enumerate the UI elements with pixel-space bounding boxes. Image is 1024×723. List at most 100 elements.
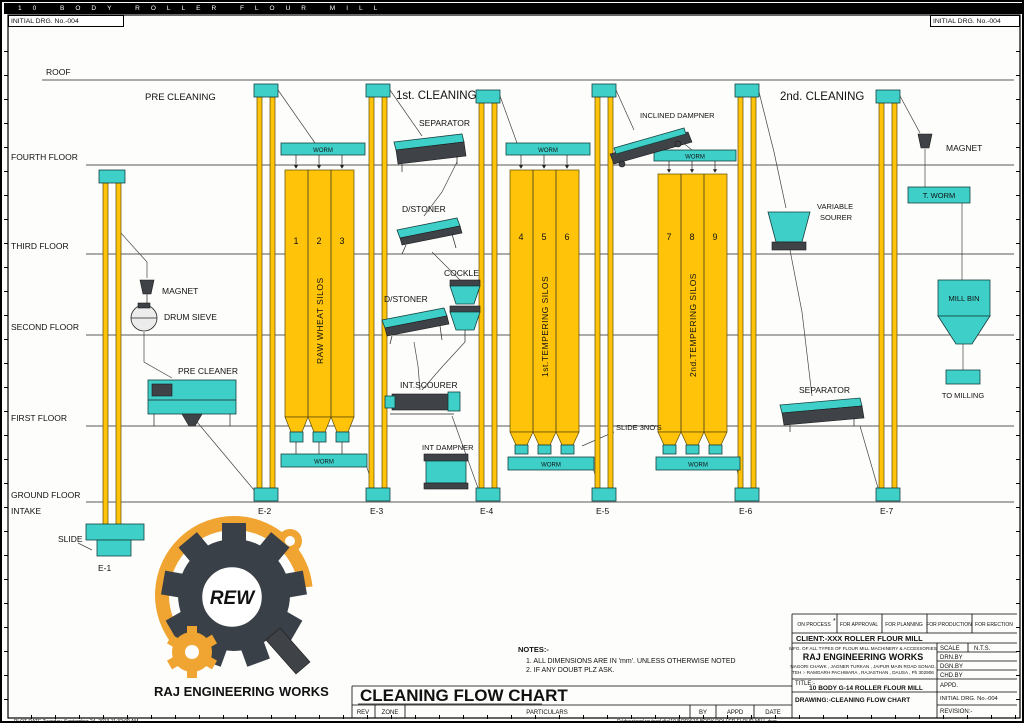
ruler-ticks-bottom (8, 715, 1016, 719)
variable-sourer-machine (767, 211, 811, 251)
initial-drg-cell: INITIAL DRG. No.-004 (940, 696, 999, 702)
worm-label: WORM (314, 460, 334, 466)
int-dampner-machine (423, 453, 469, 490)
status-on-process: ON PROCESS (797, 622, 831, 628)
int-dampner-label: INT DAMPNER (422, 443, 474, 452)
int-scourer-label: INT.SCOURER (400, 380, 458, 390)
inclined-dampner-machine (609, 127, 693, 168)
rev-col-particulars: PARTICULARS (526, 710, 567, 716)
worm-label: WORM (313, 148, 333, 154)
elevator-label: E-7 (880, 506, 894, 516)
scale-label: SCALE (940, 646, 960, 652)
floor-label-third: THIRD FLOOR (11, 241, 69, 251)
silo-number: 5 (541, 232, 546, 242)
magnet-left-icon (139, 279, 155, 304)
floor-label-second: SECOND FLOOR (11, 322, 79, 332)
t-worm-label: T. WORM (923, 191, 956, 200)
floor-label-fourth: FOURTH FLOOR (11, 152, 78, 162)
elevator-e4 (475, 89, 501, 502)
slide-3nos-label: SLIDE 3NO'S (616, 423, 662, 432)
elevator-label: E-4 (480, 506, 494, 516)
floor-label-first: FIRST FLOOR (11, 413, 67, 423)
rev-col-date: DATE (765, 710, 781, 716)
floor-label-roof: ROOF (46, 67, 71, 77)
ruler-ticks-right (1016, 28, 1020, 716)
elevator-label: E-6 (739, 506, 753, 516)
elevator-e7 (875, 89, 901, 502)
magnet-left-label: MAGNET (162, 286, 198, 296)
silo-number: 3 (339, 236, 344, 246)
status-for-approval: FOR APPROVAL (840, 622, 878, 628)
int-scourer-machine (384, 391, 461, 415)
process-connectors (77, 89, 964, 551)
worm-label: WORM (688, 463, 708, 469)
cockle-machine (449, 279, 481, 342)
status-for-erection: FOR ERECTION (975, 622, 1013, 628)
silo-number: 2 (316, 236, 321, 246)
rev-col-rev: REV (357, 710, 369, 716)
variable-sourer-label-1: VARIABLE (817, 202, 853, 211)
separator-top-label: SEPARATOR (419, 118, 470, 128)
silo-group-label-tempering2: 2nd.TEMPERING SILOS (688, 273, 698, 377)
dstoner-upper-label: D/STONER (402, 204, 446, 214)
silo-group-tempering-1 (505, 142, 595, 471)
to-milling-label: TO MILLING (942, 391, 985, 400)
drum-sieve-machine (130, 302, 158, 332)
title-block-grid (791, 613, 1017, 718)
client-line: CLIENT:-XXX ROLLER FLOUR MILL (796, 634, 923, 643)
magnet-right-icon (917, 133, 933, 149)
separator-right-machine (779, 397, 865, 432)
notes-line-1: 1. ALL DIMENSIONS ARE IN 'mm'. UNLESS OT… (526, 658, 736, 665)
company-address-2: TEH :- RAMGARH PACHWARA , RAJASTHAN , DA… (792, 670, 934, 675)
slide-label: SLIDE (58, 534, 83, 544)
silo-group-label-tempering1: 1st.TEMPERING SILOS (540, 276, 550, 377)
plot-date-stamp: PLOT DATE Tuesday, September 24, 2013 11… (14, 719, 138, 723)
elevator-label: E-2 (258, 506, 272, 516)
silo-group-tempering-2 (653, 149, 741, 471)
sheet-title-banner: 10 BODY ROLLER FLOUR MILL (4, 3, 1022, 14)
inner-border (7, 14, 1021, 719)
elevator-label: E-3 (370, 506, 384, 516)
title-label: TITLE:- (795, 681, 815, 687)
dstoner-lower-machine (381, 307, 450, 345)
file-path-stamp: D:\drawings\revised dia\10 BODY\10 BODY … (617, 719, 777, 723)
variable-sourer-label-2: SOURER (820, 213, 853, 222)
mill-bin-label: MILL BIN (949, 294, 980, 303)
section-first-cleaning: 1st. CLEANING (396, 90, 477, 102)
logo-name-accent: WORKS (279, 684, 329, 699)
company-tagline: MFG. OF ALL TYPES OF FLOUR MILL MACHINER… (789, 646, 936, 651)
elevator-label: E-5 (596, 506, 610, 516)
dstoner-lower-label: D/STONER (384, 294, 428, 304)
mill-bin-machine (937, 279, 991, 345)
appd-label: APPD. (940, 683, 958, 689)
silo-number: 9 (712, 232, 717, 242)
elevator-e1 (85, 169, 145, 557)
silo-number: 8 (689, 232, 694, 242)
separator-right-label: SEPARATOR (799, 385, 850, 395)
silo-number: 1 (293, 236, 298, 246)
worm-label: WORM (541, 463, 561, 469)
floor-label-ground: GROUND FLOOR (11, 490, 80, 500)
inclined-dampner-label: INCLINED DAMPNER (640, 111, 715, 120)
section-second-cleaning: 2nd. CLEANING (780, 91, 864, 103)
rev-col-appd: APPD (727, 710, 744, 716)
section-pre-cleaning: PRE CLEANING (145, 92, 216, 103)
silo-group-label-raw: RAW WHEAT SILOS (315, 277, 325, 364)
company-name: RAJ ENGINEERING WORKS (803, 652, 924, 662)
drn-by-label: DRN.BY (940, 655, 963, 661)
chd-by-label: CHD.BY (940, 673, 963, 679)
dstoner-upper-machine (396, 217, 463, 255)
notes-line-2: 2. IF ANY DOUBT PLZ ASK. (526, 667, 614, 674)
elevator-e6 (734, 83, 760, 502)
separator-top-machine (393, 133, 467, 172)
rev-table-grid (351, 685, 792, 718)
drawing-name: DRAWING:-CLEANING FLOW CHART (795, 697, 910, 704)
silo-number: 6 (564, 232, 569, 242)
worm-label: WORM (538, 148, 558, 154)
elevator-e2 (253, 83, 279, 502)
to-milling-box (945, 369, 981, 385)
logo-name-dark: RAJ ENGINEERING (154, 684, 275, 699)
cockle-label: COCKLE (444, 268, 479, 278)
rev-col-by: BY (699, 710, 707, 716)
